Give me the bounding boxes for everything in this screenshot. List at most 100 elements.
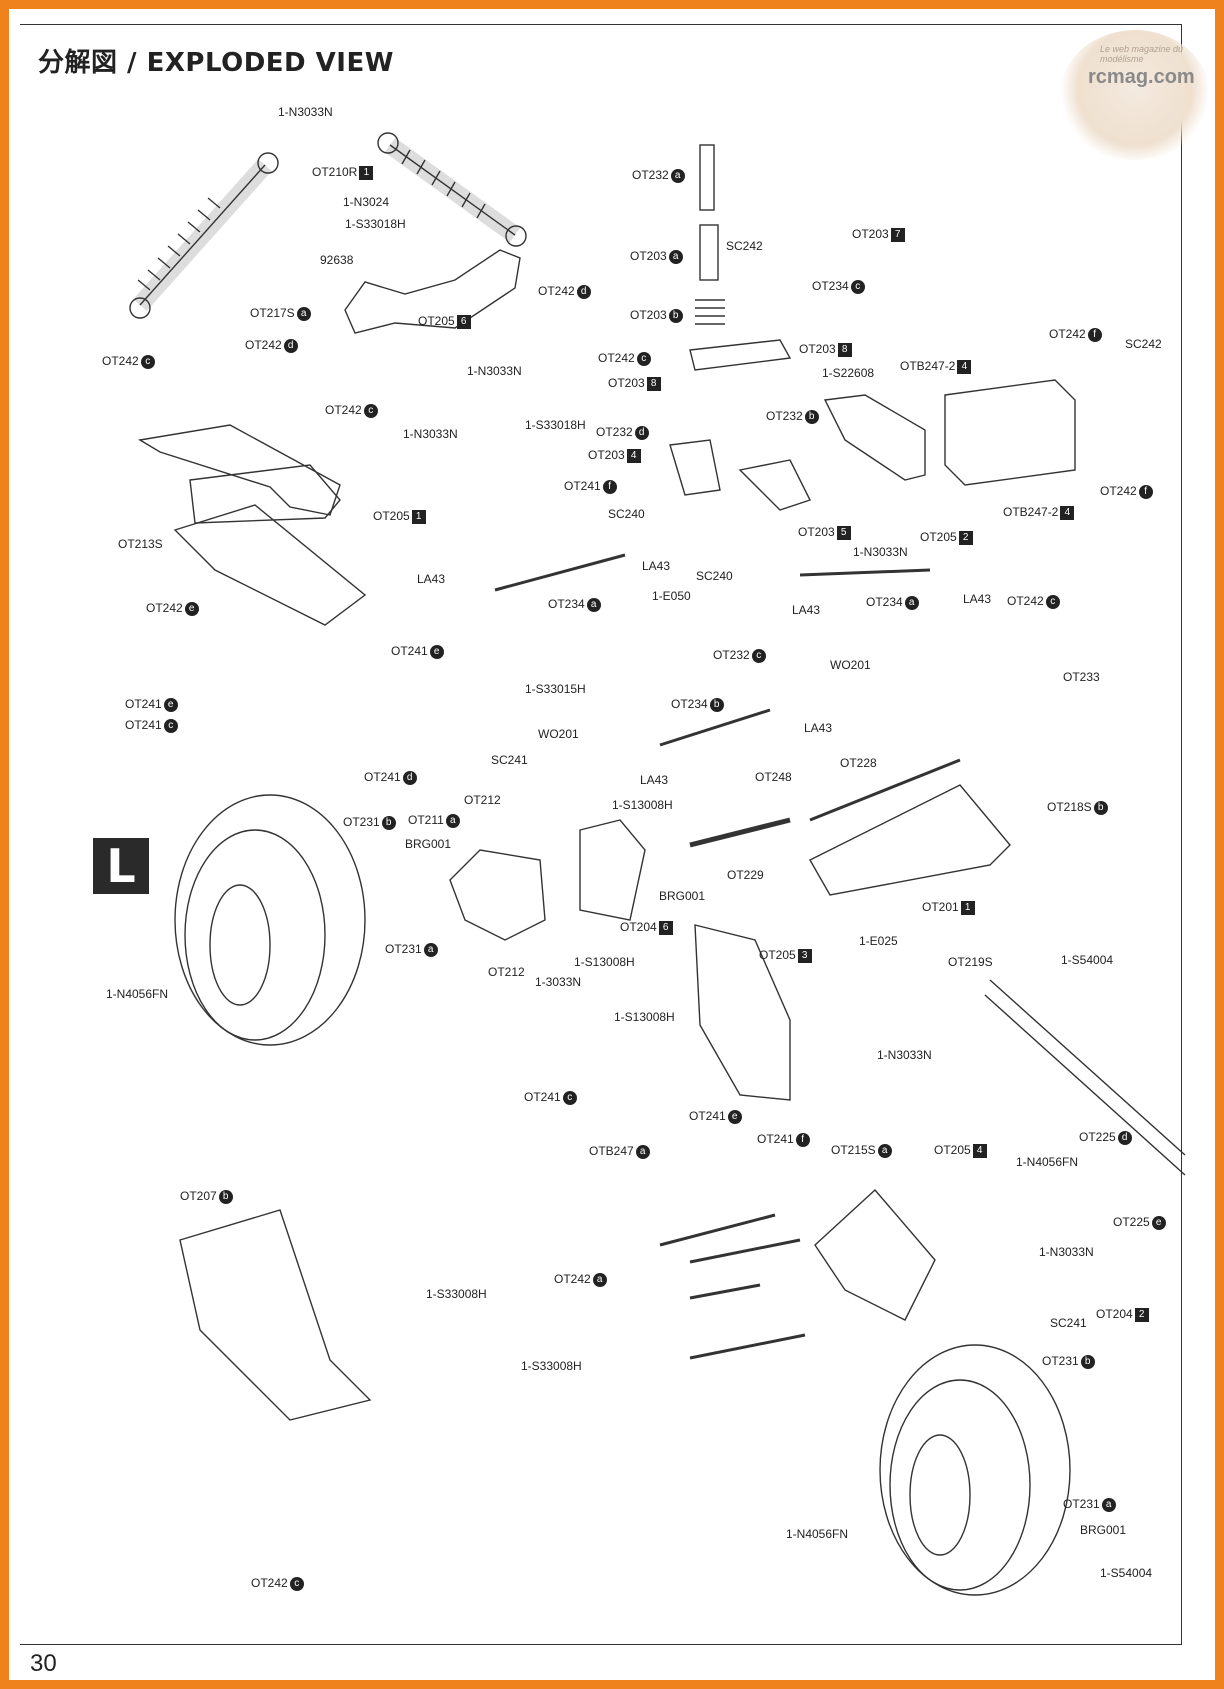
steering-bellcrank [689, 339, 792, 371]
part-label: 1-3033N [535, 975, 582, 989]
watermark-logo: Le web magazine du modélisme rcmag.com [1060, 30, 1210, 160]
part-label: BRG001 [405, 837, 452, 851]
part-label: 1-S33008H [521, 1359, 582, 1373]
steering-spring [695, 299, 725, 325]
part-label: 1-S54004 [1061, 953, 1114, 967]
part-label: 92638 [320, 253, 354, 267]
part-label: 1-N3033N [1039, 1245, 1094, 1259]
hub-carrier [449, 849, 546, 941]
part-label: WO201 [538, 727, 579, 741]
part-label: 1-S33015H [525, 682, 586, 696]
part-label: OT213S [118, 537, 163, 551]
chassis-rail [984, 979, 1186, 1176]
part-label: OT229 [727, 868, 764, 882]
part-label: LA43 [804, 721, 833, 735]
drive-axle [689, 817, 791, 848]
wheel-left [174, 794, 366, 1046]
tie-rod-right [799, 568, 931, 577]
long-screws [659, 1213, 806, 1360]
part-label: 1-S13008H [612, 798, 673, 812]
part-label: OT248 [755, 770, 792, 784]
tie-rod-left [494, 553, 626, 592]
part-label: OT233 [1063, 670, 1100, 684]
part-label: OT212 [488, 965, 525, 979]
part-label: 1-S13008H [574, 955, 635, 969]
lower-a-arm [809, 784, 1011, 896]
part-label: 1-N4056FN [786, 1527, 849, 1541]
diagram-frame [20, 24, 1182, 1644]
bottom-rule [20, 1644, 1182, 1645]
steering-post [699, 144, 715, 211]
page-number: 30 [30, 1650, 57, 1677]
part-label: 1-N3024 [343, 195, 390, 209]
wheel-right [879, 1344, 1071, 1596]
shock-absorber-left [129, 152, 279, 319]
part-label: 1-N4056FN [106, 987, 169, 1001]
part-label: 1-E050 [652, 589, 691, 603]
bumper-plate [138, 424, 341, 516]
watermark-tagline: Le web magazine du modélisme [1100, 44, 1184, 64]
tie-rod-center [659, 708, 771, 747]
part-label: SC241 [491, 753, 528, 767]
steering-post-sleeve [699, 224, 719, 281]
part-label: 1-S13008H [614, 1010, 675, 1024]
section-marker: L [93, 838, 149, 894]
part-label: 1-N3033N [853, 545, 908, 559]
dogbone [809, 758, 961, 822]
part-label: LA43 [640, 773, 669, 787]
part-label: 1-N3033N [467, 364, 522, 378]
part-label: LA43 [963, 592, 992, 606]
part-label: SC242 [1125, 337, 1162, 351]
part-label: OT212 [464, 793, 501, 807]
part-label: WO201 [830, 658, 871, 672]
part-label: OT228 [840, 756, 877, 770]
shock-tower [344, 249, 521, 334]
bulkhead-plate [694, 924, 791, 1101]
part-label: 1-N3033N [278, 105, 333, 119]
front-a-arm [189, 464, 341, 524]
watermark-site: rcmag.com [1088, 66, 1195, 88]
steering-arm [669, 439, 811, 511]
part-label: 1-S22608 [822, 366, 875, 380]
servo [944, 379, 1076, 486]
